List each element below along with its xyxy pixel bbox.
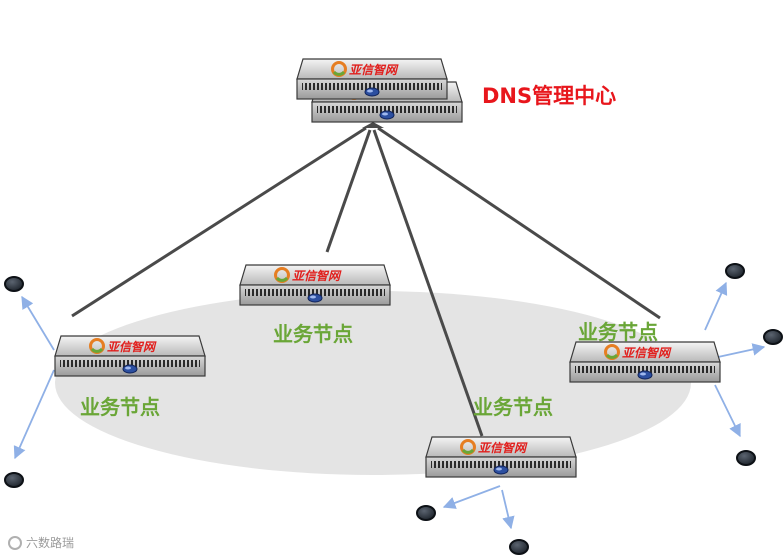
business-node-server-right — [568, 340, 722, 384]
business-zone — [55, 291, 691, 475]
business-node-label-bottom: 业务节点 — [473, 395, 553, 419]
dns-center-server — [295, 57, 464, 124]
client-node-icon — [736, 450, 756, 466]
business-node-server-bottom — [424, 435, 578, 479]
business-node-label-middle: 业务节点 — [273, 322, 353, 346]
link-right-node — [377, 126, 661, 320]
client-node-icon — [509, 539, 529, 555]
dns-center-label: DNS管理中心 — [482, 84, 617, 108]
client-node-icon — [4, 472, 24, 488]
client-nodes — [4, 263, 783, 555]
business-node-server-middle — [238, 263, 392, 307]
business-node-server-left — [53, 334, 207, 378]
hub-arrow-icon — [362, 122, 384, 128]
client-node-icon — [416, 505, 436, 521]
watermark-text: 六数路瑞 — [26, 536, 75, 550]
client-links — [13, 281, 766, 530]
watermark: 六数路瑞 — [8, 534, 74, 551]
link-middle-node — [325, 129, 372, 253]
client-node-icon — [763, 329, 783, 345]
link-left-node — [71, 126, 367, 318]
rack-server-icon — [295, 57, 449, 101]
dns-links — [71, 126, 661, 437]
watermark-logo-icon — [8, 536, 22, 550]
link-bottom-node — [372, 129, 484, 437]
business-node-label-left: 业务节点 — [80, 395, 160, 419]
client-node-icon — [4, 276, 24, 292]
business-node-label-right: 业务节点 — [578, 320, 658, 344]
client-node-icon — [725, 263, 745, 279]
